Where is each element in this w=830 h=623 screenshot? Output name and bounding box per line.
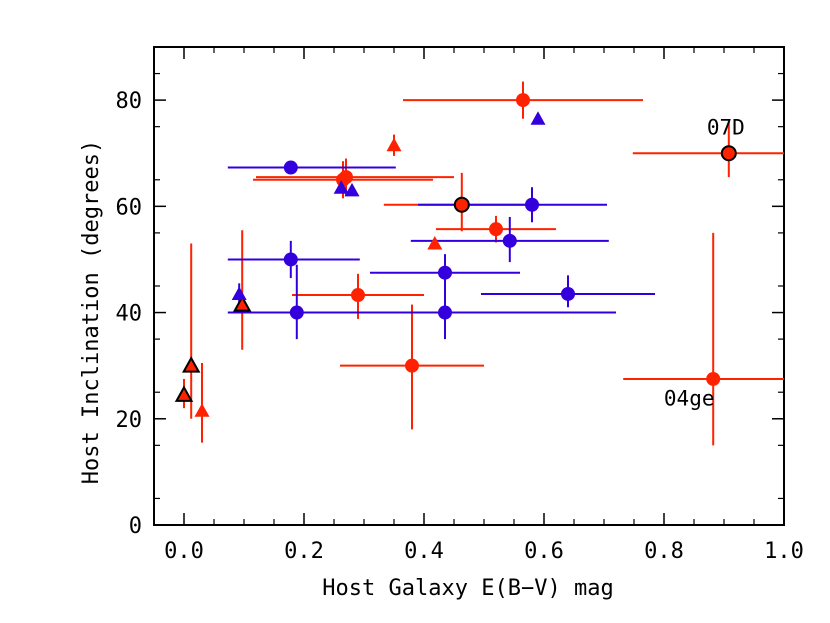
red-circle-point — [706, 371, 721, 386]
red-circle-point — [351, 288, 365, 303]
red-circle-point — [516, 93, 530, 108]
red-circle-point — [336, 172, 350, 187]
annotation-label: 04ge — [664, 387, 715, 411]
data-marks — [174, 81, 784, 446]
blue-triangle-point — [231, 286, 247, 300]
plot-frame — [153, 46, 785, 526]
x-axis-label: Host Galaxy E(B−V) mag — [322, 576, 613, 601]
blue-triangle-point — [333, 180, 349, 194]
red-circle-point — [720, 145, 737, 162]
blue-circle-point — [561, 286, 575, 301]
red-triangle-point — [233, 295, 252, 312]
red-circle-point — [489, 222, 503, 237]
red-triangle-point — [182, 356, 201, 373]
y-axis-label: Host Inclination (degrees) — [79, 140, 104, 484]
red-circle-point — [405, 358, 419, 373]
x-tick-label: 0.0 — [164, 539, 204, 564]
x-tick-label: 0.4 — [404, 539, 444, 564]
x-tick-label: 0.2 — [284, 539, 324, 564]
red-triangle-point — [386, 137, 402, 152]
error-bar-layer — [183, 81, 784, 446]
red-triangle-point — [427, 236, 443, 250]
plot-border — [153, 46, 785, 526]
blue-triangle-point — [530, 111, 546, 125]
y-tick-label: 80 — [116, 89, 143, 114]
annotations: 07D 04ge — [664, 116, 745, 411]
x-tick-label: 1.0 — [764, 539, 804, 564]
y-tick-label: 40 — [116, 302, 143, 327]
red-triangle-point — [194, 403, 210, 417]
x-tick-label: 0.8 — [644, 539, 684, 564]
blue-circle-point — [283, 160, 298, 175]
blue-circle-point — [283, 252, 298, 267]
y-tick-label: 60 — [116, 195, 143, 220]
x-tick-label: 0.6 — [524, 539, 564, 564]
y-tick-label: 0 — [129, 514, 142, 539]
blue-circle-point — [502, 233, 517, 248]
blue-circle-point — [438, 265, 452, 280]
axis-ticks: 0.0 0.2 0.4 0.6 0.8 1.0 0 20 40 60 80 — [116, 47, 804, 564]
blue-circle-point — [525, 197, 539, 212]
y-tick-label: 20 — [116, 408, 143, 433]
red-triangle-point — [174, 385, 194, 402]
blue-circle-point — [438, 305, 452, 320]
blue-triangle-point — [344, 182, 360, 197]
blue-circle-point — [289, 305, 304, 320]
annotation-label: 07D — [707, 116, 745, 140]
red-circle-point — [453, 196, 470, 213]
marker-layer — [174, 93, 737, 417]
